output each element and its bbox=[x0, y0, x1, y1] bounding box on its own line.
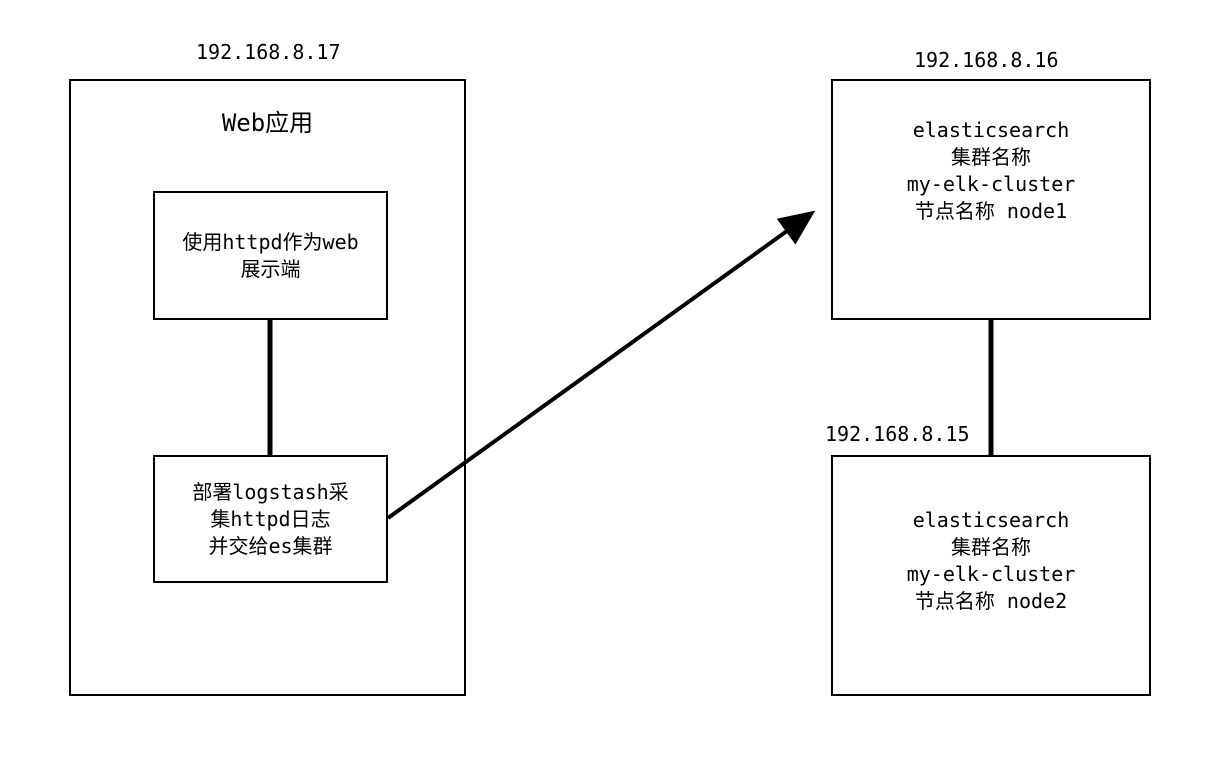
es-node2-line: 集群名称 bbox=[951, 534, 1031, 559]
logstash-box-line: 集httpd日志 bbox=[210, 506, 331, 531]
es-node1-text: elasticsearch 集群名称 my-elk-cluster 节点名称 n… bbox=[833, 81, 1149, 260]
web-host-ip-label: 192.168.8.17 bbox=[196, 40, 341, 64]
es-node1-line: 集群名称 bbox=[951, 144, 1031, 169]
logstash-box-text: 部署logstash采 集httpd日志 并交给es集群 bbox=[155, 457, 386, 581]
logstash-box-line: 并交给es集群 bbox=[208, 533, 333, 558]
es-node2-line: elasticsearch bbox=[912, 507, 1070, 532]
es-node2-ip-label: 192.168.8.15 bbox=[825, 422, 970, 446]
es-node2-text: elasticsearch 集群名称 my-elk-cluster 节点名称 n… bbox=[833, 457, 1149, 664]
es-node2-line: 节点名称 node2 bbox=[914, 588, 1068, 613]
httpd-box: 使用httpd作为web 展示端 bbox=[153, 191, 388, 320]
es-node2-line: my-elk-cluster bbox=[906, 561, 1076, 586]
es-node1-box: elasticsearch 集群名称 my-elk-cluster 节点名称 n… bbox=[831, 79, 1151, 320]
es-node1-line: 节点名称 node1 bbox=[914, 198, 1068, 223]
web-host-box: Web应用 bbox=[69, 79, 466, 696]
logstash-box: 部署logstash采 集httpd日志 并交给es集群 bbox=[153, 455, 388, 583]
httpd-box-line: 使用httpd作为web bbox=[182, 229, 359, 254]
httpd-box-text: 使用httpd作为web 展示端 bbox=[155, 193, 386, 318]
web-host-title: Web应用 bbox=[221, 109, 314, 137]
es-node1-ip-label: 192.168.8.16 bbox=[914, 48, 1059, 72]
httpd-box-line: 展示端 bbox=[240, 256, 301, 281]
logstash-box-line: 部署logstash采 bbox=[192, 479, 349, 504]
es-node1-line: my-elk-cluster bbox=[906, 171, 1076, 196]
es-node2-box: elasticsearch 集群名称 my-elk-cluster 节点名称 n… bbox=[831, 455, 1151, 696]
es-node1-line: elasticsearch bbox=[912, 117, 1070, 142]
